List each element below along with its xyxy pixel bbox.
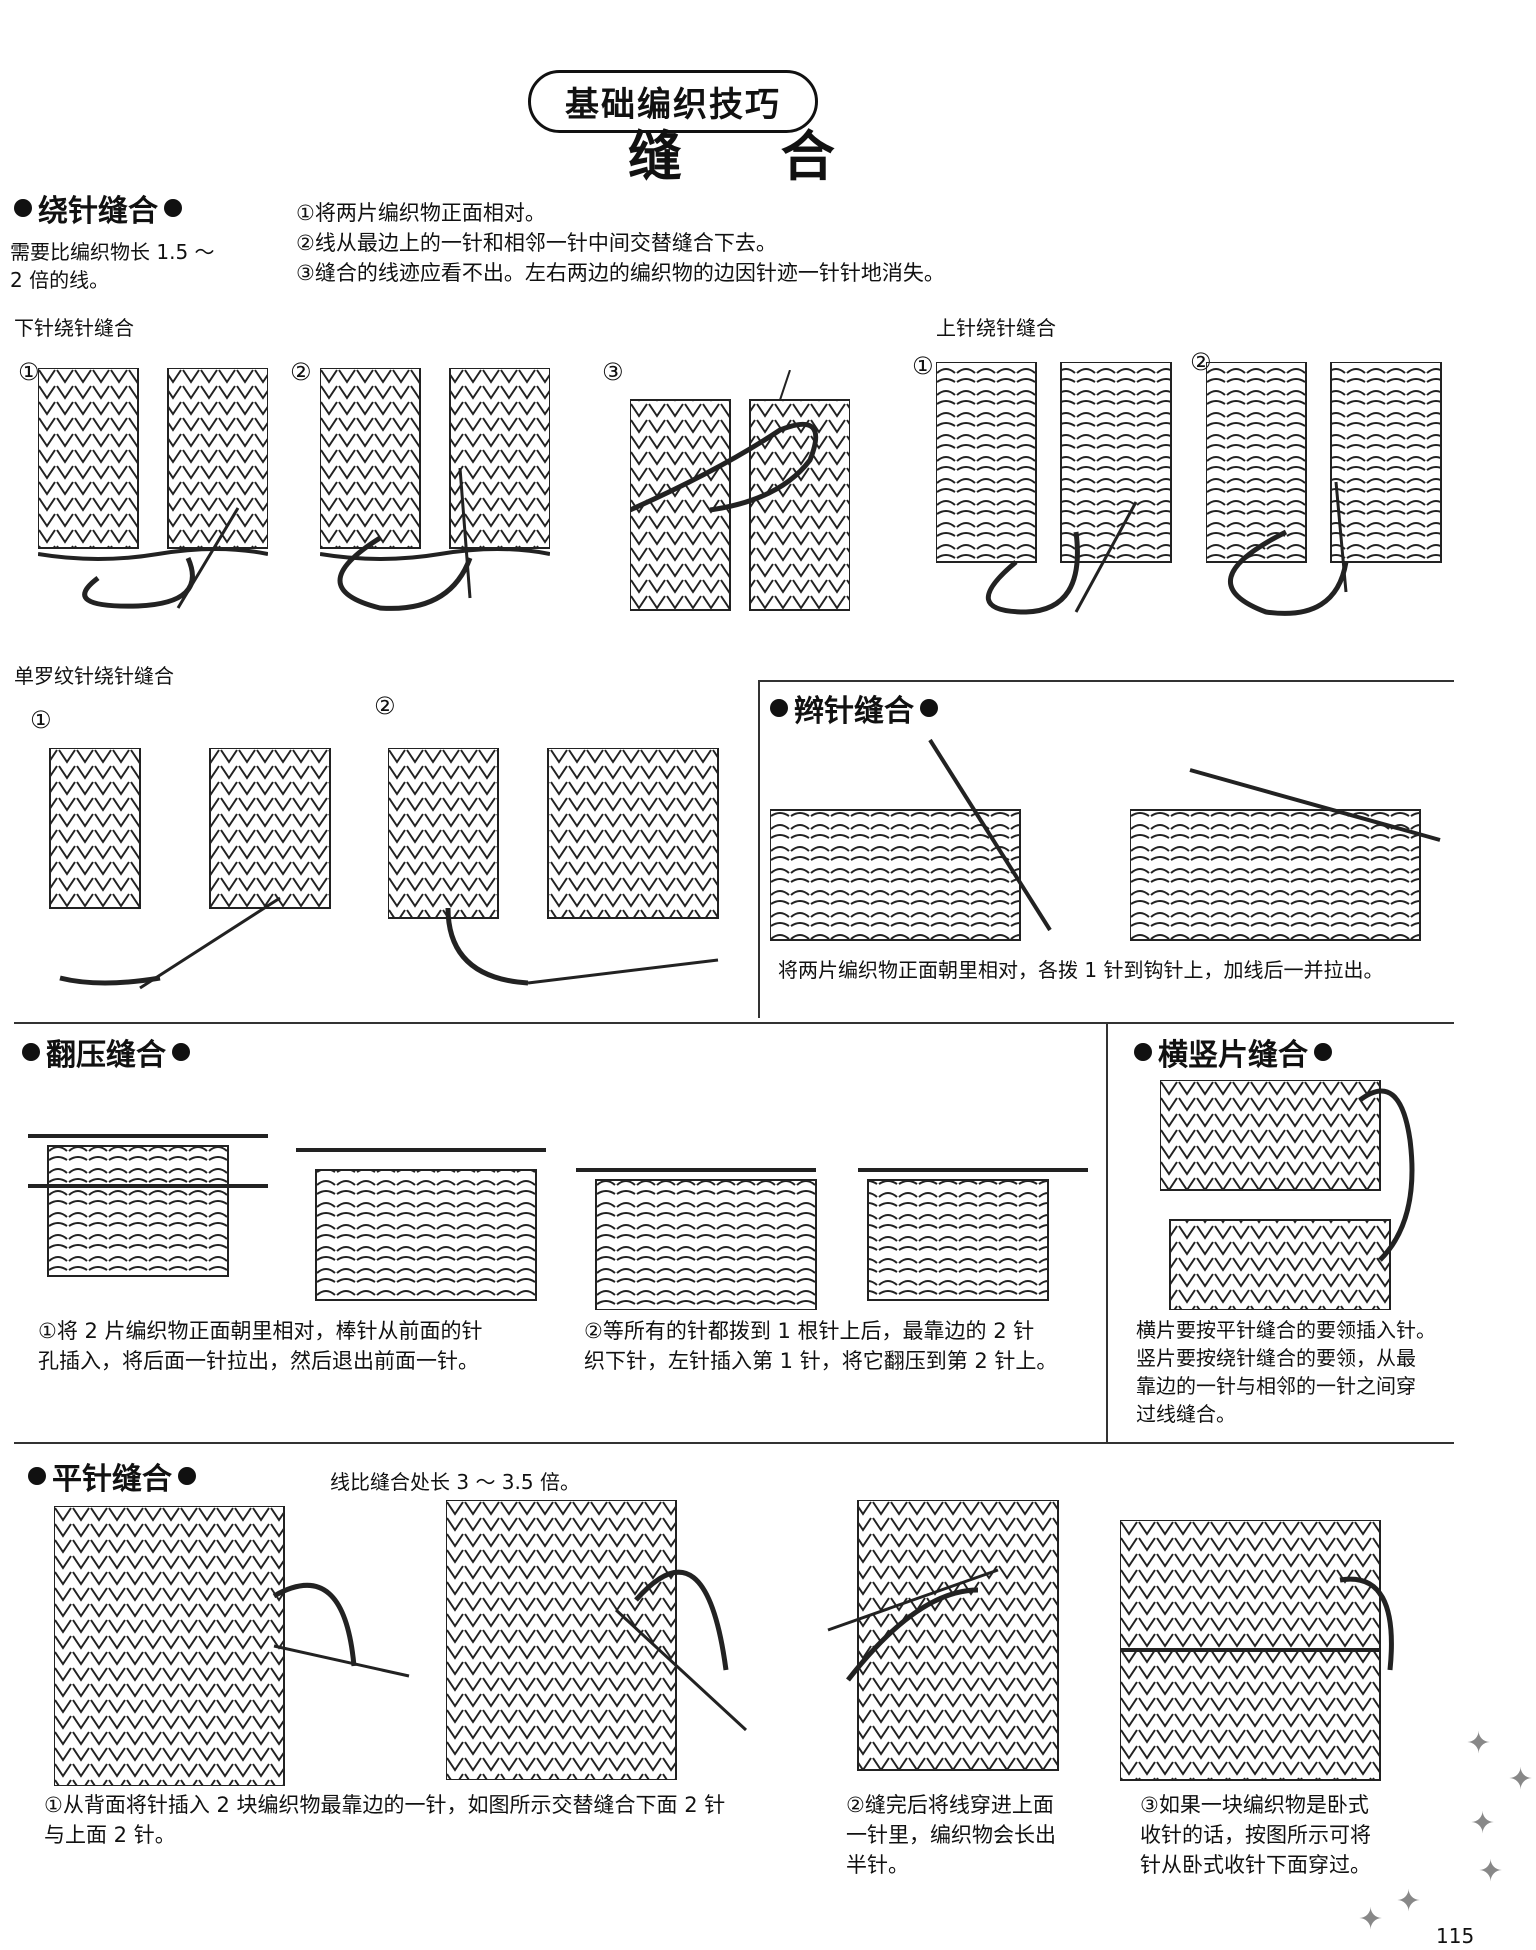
bullet-dot-icon: [164, 199, 182, 217]
needle-fabric-illustration: [858, 1120, 1098, 1310]
wrap-steps: ①将两片编织物正面相对。 ②线从最边上的一针和相邻一针中间交替缝合下去。 ③缝合…: [296, 201, 945, 285]
wrap-heading: 绕针缝合: [14, 186, 182, 230]
bullet-dot-icon: [178, 1467, 196, 1485]
chain-caption: 将两片编织物正面朝里相对，各拨 1 针到钩针上，加线后一并拉出。: [778, 958, 1384, 982]
star-icon: ✦: [1508, 1762, 1534, 1797]
cross-caption: 横片要按平针缝合的要领插入针。 竖片要按绕针缝合的要领，从最 靠边的一针与相邻的…: [1136, 1318, 1436, 1426]
flat-caption-3: ③如果一块编织物是卧式 收针的话，按图所示可将 针从卧式收针下面穿过。: [1140, 1793, 1371, 1877]
cross-heading-text: 横竖片缝合: [1158, 1038, 1308, 1073]
bullet-dot-icon: [1134, 1043, 1152, 1061]
flat-heading: 平针缝合: [28, 1454, 196, 1498]
bullet-dot-icon: [172, 1043, 190, 1061]
flat-caption-1: ①从背面将针插入 2 块编织物最靠边的一针，如图所示交替缝合下面 2 针 与上面…: [44, 1793, 726, 1847]
wrap-heading-text: 绕针缝合: [38, 194, 158, 229]
star-icon: ✦: [1466, 1726, 1492, 1761]
star-icon: ✦: [1478, 1854, 1504, 1889]
flat-heading-text: 平针缝合: [52, 1462, 172, 1497]
step-marker: ①: [912, 352, 934, 380]
rib-fabric-illustration: [40, 748, 360, 1008]
step-marker: ②: [290, 358, 312, 386]
needle-fabric-illustration: [28, 1096, 278, 1316]
bullet-dot-icon: [920, 699, 938, 717]
chain-heading: 辫针缝合: [770, 686, 938, 730]
fold-heading-text: 翻压缝合: [46, 1038, 166, 1073]
step-marker: ①: [18, 358, 40, 386]
bullet-dot-icon: [1314, 1043, 1332, 1061]
page-title-pill: 基础编织技巧: [528, 70, 818, 133]
purl-fabric-illustration: [1206, 362, 1446, 642]
star-icon: ✦: [1396, 1884, 1422, 1919]
star-icon: ✦: [1470, 1806, 1496, 1841]
page-number: 115: [1436, 1924, 1475, 1948]
bullet-dot-icon: [14, 199, 32, 217]
needle-fabric-illustration: [576, 1130, 826, 1310]
bullet-dot-icon: [22, 1043, 40, 1061]
fold-caption-1: ①将 2 片编织物正面朝里相对，棒针从前面的针 孔插入，将后面一针拉出，然后退出…: [38, 1319, 483, 1373]
flat-caption-2: ②缝完后将线穿进上面 一针里，编织物会长出 半针。: [846, 1793, 1056, 1877]
purl-fabric-illustration: [936, 362, 1176, 642]
step-marker: ②: [374, 692, 396, 720]
purl-wrap-label: 下针绕针缝合: [14, 316, 134, 340]
page-title: 缝 合: [628, 125, 875, 188]
flat-fabric-illustration: [818, 1500, 1078, 1780]
star-icon: ✦: [1358, 1902, 1384, 1937]
pill-title: 基础编织技巧: [565, 85, 781, 125]
cross-fabric-illustration: [1160, 1080, 1450, 1310]
flat-fabric-illustration: [1120, 1520, 1440, 1790]
step-marker: ①: [30, 706, 52, 734]
flat-fabric-illustration: [446, 1500, 806, 1780]
bullet-dot-icon: [770, 699, 788, 717]
knit-fabric-illustration: [630, 370, 850, 620]
fold-heading: 翻压缝合: [22, 1030, 190, 1074]
flat-note: 线比缝合处长 3 ～ 3.5 倍。: [330, 1470, 580, 1494]
needle-fabric-illustration: [296, 1130, 556, 1310]
flat-fabric-illustration: [54, 1506, 424, 1786]
wrap-note: 需要比编织物长 1.5 ～ 2 倍的线。: [10, 240, 215, 292]
knit-wrap-label: 上针绕针缝合: [936, 316, 1056, 340]
bullet-dot-icon: [28, 1467, 46, 1485]
rib-fabric-illustration: [388, 748, 728, 1008]
fold-caption-2: ②等所有的针都拨到 1 根针上后，最靠边的 2 针 织下针，左针插入第 1 针，…: [584, 1319, 1058, 1373]
knit-fabric-illustration: [320, 368, 550, 618]
crochet-hook-illustration: [1130, 730, 1450, 950]
knit-fabric-illustration: [38, 368, 268, 618]
cross-heading: 横竖片缝合: [1134, 1030, 1332, 1074]
crochet-hook-illustration: [770, 730, 1070, 950]
chain-heading-text: 辫针缝合: [794, 694, 914, 729]
rib-wrap-label: 单罗纹针绕针缝合: [14, 664, 174, 688]
step-marker: ③: [602, 358, 624, 386]
